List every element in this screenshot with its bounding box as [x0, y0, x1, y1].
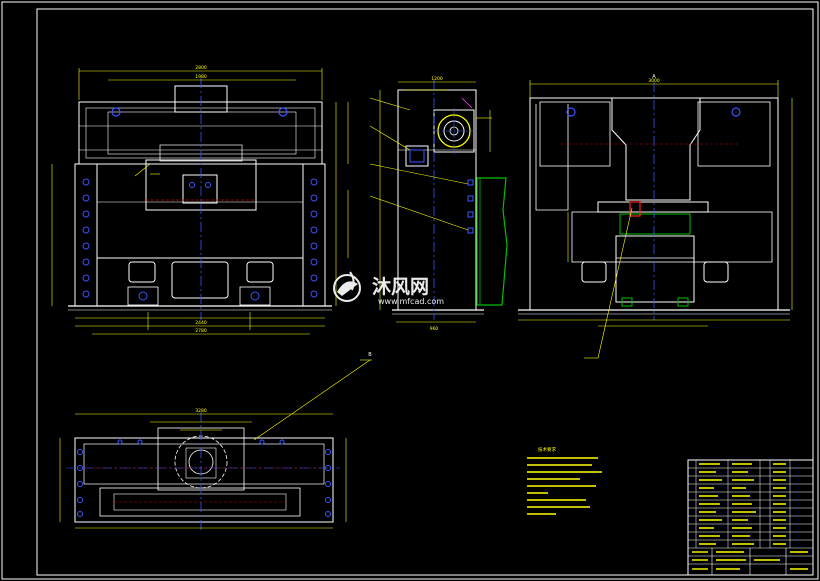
dim-plan-top: 3280 — [195, 408, 207, 414]
plan-view — [66, 412, 340, 530]
watermark-brand: 沐风网 — [372, 276, 429, 298]
front-view — [68, 78, 332, 320]
dim-front-inner: 1980 — [195, 74, 207, 80]
notes-title: 技术要求 — [538, 446, 556, 453]
dim-side-bottom: 960 — [430, 326, 439, 332]
watermark-url: www.mfcad.com — [378, 297, 444, 306]
plan-view-dimensions — [59, 359, 372, 529]
section-label-b: B — [368, 352, 372, 358]
watermark: 沐风网 www.mfcad.com — [333, 271, 444, 306]
side-view-dimensions — [369, 81, 492, 323]
section-label-a: A — [652, 74, 656, 80]
dim-side-top: 1200 — [431, 76, 443, 82]
section-view-dimensions — [518, 80, 793, 359]
dim-front-bottom-2: 2780 — [195, 328, 207, 334]
sheet-inner-border — [36, 8, 814, 576]
parts-list — [687, 459, 814, 576]
section-view — [518, 82, 790, 320]
technical-notes: 技术要求 — [527, 446, 602, 515]
front-view-dimensions — [51, 68, 349, 335]
dim-front-top: 2800 — [195, 65, 207, 71]
dim-front-bottom-1: 2440 — [195, 320, 207, 326]
dim-right-top: 3000 — [648, 78, 660, 84]
watermark-logo-icon — [333, 271, 361, 302]
